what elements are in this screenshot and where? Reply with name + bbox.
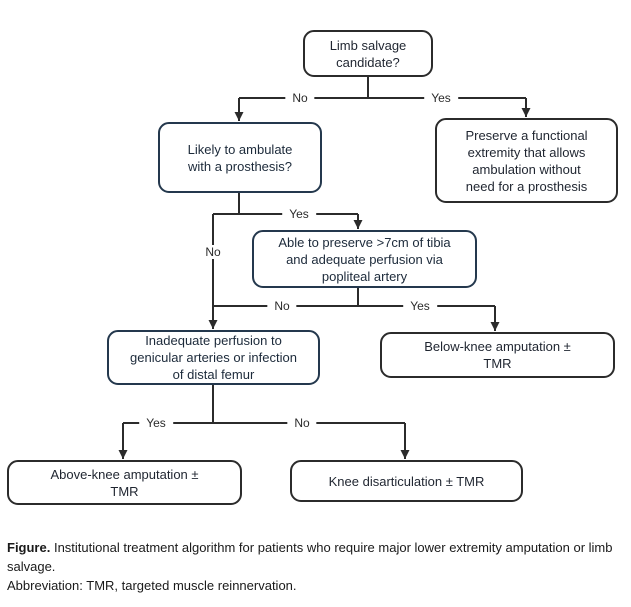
node-able-to-preserve-tibia: Able to preserve >7cm of tibia and adequ… bbox=[252, 230, 477, 288]
edge-label-yes: Yes bbox=[282, 207, 316, 221]
caption-figure-label: Figure. bbox=[7, 540, 51, 555]
node-likely-to-ambulate: Likely to ambulate with a prosthesis? bbox=[158, 122, 322, 193]
edge-label-yes: Yes bbox=[139, 416, 173, 430]
caption-abbreviation: Abbreviation: TMR, targeted muscle reinn… bbox=[7, 578, 297, 593]
caption-text: Institutional treatment algorithm for pa… bbox=[7, 540, 613, 574]
edge-label-no: No bbox=[287, 416, 317, 430]
edge-label-no: No bbox=[267, 299, 297, 313]
edge-label-no: No bbox=[198, 245, 228, 259]
figure-caption: Figure. Institutional treatment algorith… bbox=[7, 538, 625, 595]
node-limb-salvage-candidate: Limb salvage candidate? bbox=[303, 30, 433, 77]
node-above-knee-amputation: Above-knee amputation ± TMR bbox=[7, 460, 242, 505]
node-knee-disarticulation: Knee disarticulation ± TMR bbox=[290, 460, 523, 502]
node-below-knee-amputation: Below-knee amputation ± TMR bbox=[380, 332, 615, 378]
edge-label-yes: Yes bbox=[424, 91, 458, 105]
caption-main: Figure. Institutional treatment algorith… bbox=[7, 538, 625, 576]
edge-label-yes: Yes bbox=[403, 299, 437, 313]
node-inadequate-perfusion: Inadequate perfusion to genicular arteri… bbox=[107, 330, 320, 385]
edge-label-no: No bbox=[285, 91, 315, 105]
node-preserve-functional-extremity: Preserve a functional extremity that all… bbox=[435, 118, 618, 203]
